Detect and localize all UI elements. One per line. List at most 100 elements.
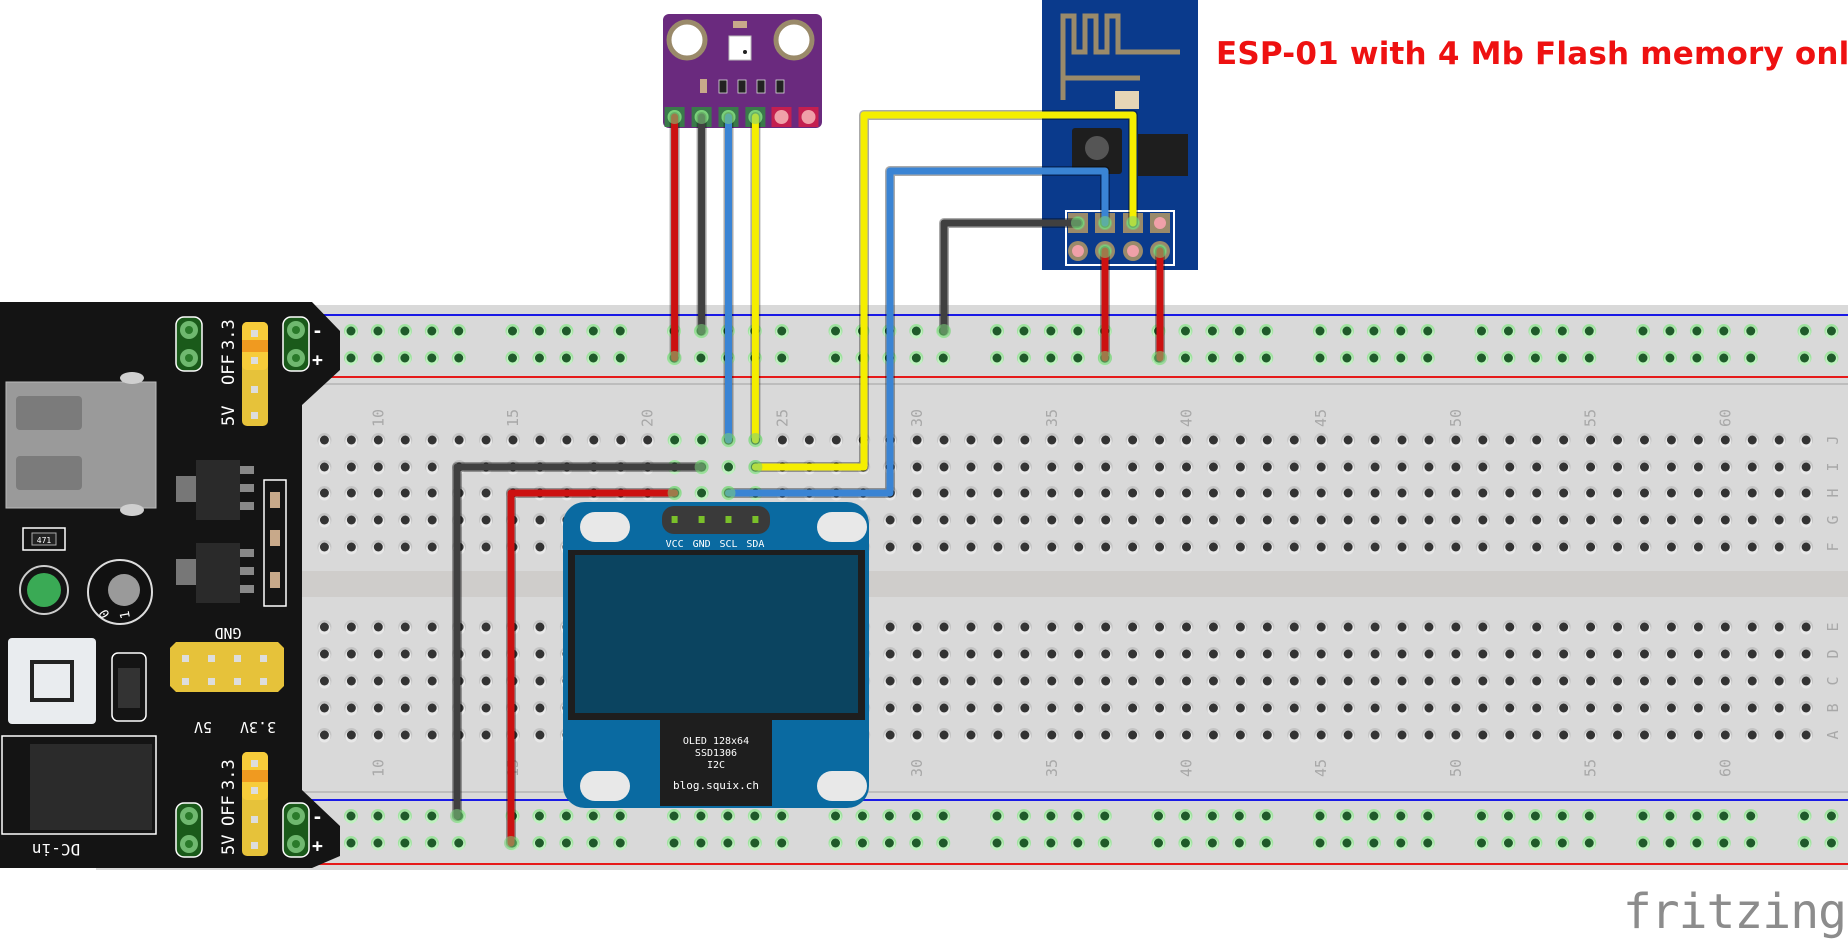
breadboard-hole [1693,622,1703,632]
breadboard-hole [1155,676,1165,686]
breadboard-hole [1477,838,1486,848]
breadboard-hole [1530,811,1540,821]
smd-resistor [756,79,766,94]
breadboard-hole [1478,730,1488,740]
breadboard-hole [1559,515,1569,525]
breadboard-hole [1370,649,1380,659]
breadboard-hole [481,622,491,632]
breadboard-hole [723,838,733,848]
breadboard-hole [1289,703,1299,713]
breadboard-hole [912,488,922,498]
breadboard-hole [1801,515,1811,525]
wire-end [1071,216,1085,230]
breadboard-hole [966,622,976,632]
breadboard-hole [615,838,625,848]
breadboard-hole [1423,353,1433,363]
breadboard-hole [1180,811,1190,821]
breadboard-hole [373,676,383,686]
wire-oled-gnd [453,463,706,820]
breadboard-hole [1801,542,1811,552]
usb-tab [120,372,144,384]
breadboard-hole [1396,326,1406,336]
breadboard-hole [992,353,1002,363]
dc-jack-outline [1,735,157,835]
breadboard-hole [1315,811,1325,821]
breadboard-hole [1532,435,1542,445]
breadboard-hole [1693,542,1703,552]
header-label-5v: 5V [194,718,212,736]
breadboard-hole [1613,649,1623,659]
header-label-3v3: 3.3V [240,718,276,736]
breadboard-hole [535,622,545,632]
breadboard-hole [938,353,948,363]
breadboard-hole [1719,811,1729,821]
breadboard-hole [1182,649,1191,659]
breadboard-hole [992,838,1002,848]
jumper-pin [251,357,258,364]
wire-end [694,460,709,474]
breadboard-hole [1182,435,1191,445]
regulator-pin [240,585,254,593]
breadboard-hole [1639,730,1649,740]
breadboard-hole [454,435,464,445]
breadboard-hole [1503,811,1513,821]
breadboard-hole [724,462,734,472]
breadboard-hole [1047,462,1057,472]
wire-esp-gnd [940,219,1082,335]
breadboard-hole [1370,488,1380,498]
breadboard-hole [1101,676,1111,686]
breadboard-hole [1451,462,1461,472]
breadboard-hole [1020,622,1030,632]
breadboard-hole [1370,542,1380,552]
breadboard-hole [1370,515,1380,525]
breadboard-hole [1262,542,1272,552]
breadboard-hole [616,435,626,445]
breadboard-hole [1047,435,1057,445]
breadboard-hole [1639,649,1649,659]
breadboard-hole [1261,811,1271,821]
breadboard-hole [1693,703,1703,713]
breadboard-hole [1774,649,1784,659]
breadboard-hole [1128,703,1138,713]
breadboard-hole [1397,622,1407,632]
breadboard-hole [643,435,653,445]
breadboard-hole [1586,730,1596,740]
breadboard-hole [1019,353,1029,363]
plus-mark: + [312,350,323,371]
breadboard-hole [1720,435,1730,445]
breadboard-hole [615,326,625,336]
espressif-logo [1085,136,1109,160]
oled-pin [671,516,678,523]
breadboard-hole [1262,435,1272,445]
pin-pad-center [292,812,300,820]
breadboard-hole [1451,488,1461,498]
breadboard-hole [454,353,464,363]
annotation-title: ESP-01 with 4 Mb Flash memory only [1216,36,1848,72]
header-pin [234,678,241,685]
breadboard-hole [1720,703,1730,713]
breadboard-hole [373,811,383,821]
breadboard-hole [1182,730,1191,740]
dc-jack [30,744,152,830]
led-outline [19,565,69,615]
jumper-pin [251,816,258,823]
mount-hole [666,19,708,61]
breadboard-hole [319,542,329,552]
breadboard-hole [1801,730,1811,740]
column-label-bottom: 35 [1043,759,1061,777]
breadboard-hole [1316,649,1326,659]
breadboard-hole [427,515,437,525]
breadboard-hole [911,811,921,821]
breadboard-hole [750,838,760,848]
breadboard-hole [319,703,329,713]
breadboard-hole [346,703,356,713]
breadboard-hole [1262,676,1272,686]
breadboard-hole [346,353,356,363]
smd-capacitor [270,492,280,508]
breadboard-hole [427,703,437,713]
breadboard-hole [588,326,598,336]
breadboard-hole [346,676,356,686]
regulator-pin [240,466,254,474]
breadboard-hole [1451,676,1461,686]
